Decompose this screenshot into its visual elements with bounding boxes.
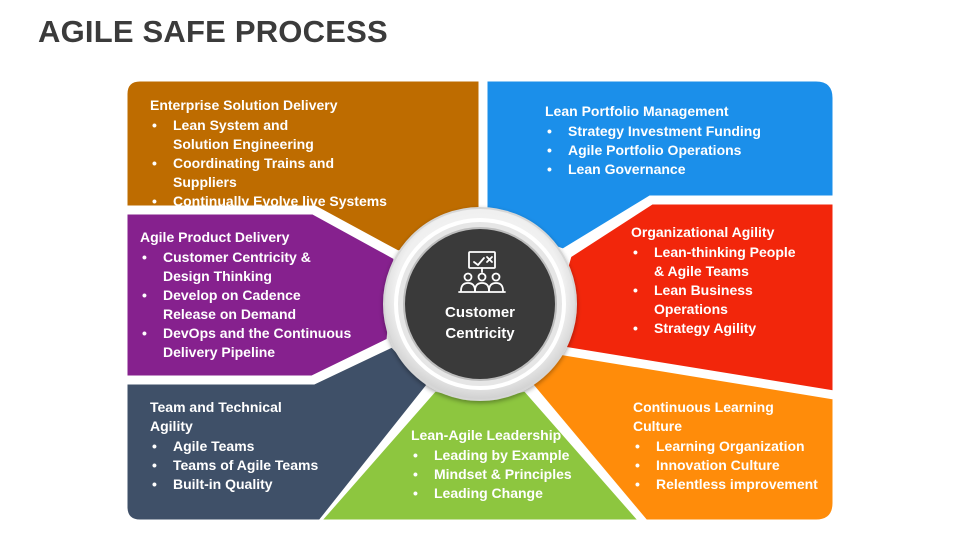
leadership-panel: Lean-Agile Leadership Leading by Example…: [411, 426, 591, 503]
portfolio-item: Agile Portfolio Operations: [545, 141, 805, 160]
learning-list: Learning Organization Innovation Culture…: [633, 437, 823, 494]
learning-item: Innovation Culture: [633, 456, 823, 475]
learning-panel: Continuous Learning Culture Learning Org…: [633, 398, 823, 494]
organizational-list: Lean-thinking People & Agile Teams Lean …: [631, 243, 821, 338]
presentation-team-icon: [458, 251, 506, 293]
leadership-item: Mindset & Principles: [411, 465, 591, 484]
product-panel: Agile Product Delivery Customer Centrici…: [140, 228, 355, 362]
portfolio-item: Lean Governance: [545, 160, 805, 179]
enterprise-panel: Enterprise Solution Delivery Lean System…: [150, 96, 400, 211]
team-heading: Team and Technical Agility: [150, 399, 282, 434]
product-list: Customer Centricity & Design Thinking De…: [140, 248, 355, 362]
product-heading: Agile Product Delivery: [140, 229, 290, 245]
team-panel: Team and Technical Agility Agile Teams T…: [150, 398, 320, 494]
leadership-heading: Lean-Agile Leadership: [411, 427, 562, 443]
organizational-heading: Organizational Agility: [631, 224, 775, 240]
enterprise-heading: Enterprise Solution Delivery: [150, 97, 338, 113]
product-item: Customer Centricity & Design Thinking: [140, 248, 323, 286]
team-item: Agile Teams: [150, 437, 320, 456]
organizational-item: Lean Business Operations: [631, 281, 764, 319]
leadership-item: Leading Change: [411, 484, 591, 503]
hub-label: Customer Centricity: [444, 304, 515, 342]
leadership-list: Leading by Example Mindset & Principles …: [411, 446, 591, 503]
hub-core: [403, 227, 557, 381]
team-item: Built-in Quality: [150, 475, 320, 494]
learning-item: Learning Organization: [633, 437, 823, 456]
portfolio-heading: Lean Portfolio Management: [545, 103, 729, 119]
page-title: AGILE SAFE PROCESS: [38, 14, 388, 49]
organizational-item: Strategy Agility: [631, 319, 821, 338]
enterprise-item: Lean System and Solution Engineering: [150, 116, 348, 154]
enterprise-item: Continually Evolve live Systems: [150, 192, 400, 211]
portfolio-panel: Lean Portfolio Management Strategy Inves…: [545, 102, 805, 179]
portfolio-item: Strategy Investment Funding: [545, 122, 805, 141]
organizational-panel: Organizational Agility Lean-thinking Peo…: [631, 223, 821, 338]
enterprise-list: Lean System and Solution Engineering Coo…: [150, 116, 400, 211]
team-list: Agile Teams Teams of Agile Teams Built-i…: [150, 437, 320, 494]
product-item: Develop on Cadence Release on Demand: [140, 286, 313, 324]
leadership-item: Leading by Example: [411, 446, 591, 465]
learning-heading: Continuous Learning Culture: [633, 399, 774, 434]
organizational-item: Lean-thinking People & Agile Teams: [631, 243, 804, 281]
portfolio-list: Strategy Investment Funding Agile Portfo…: [545, 122, 805, 179]
learning-item: Relentless improvement: [633, 475, 823, 494]
team-item: Teams of Agile Teams: [150, 456, 320, 475]
enterprise-item: Coordinating Trains and Suppliers: [150, 154, 400, 192]
product-item: DevOps and the Continuous Delivery Pipel…: [140, 324, 363, 362]
